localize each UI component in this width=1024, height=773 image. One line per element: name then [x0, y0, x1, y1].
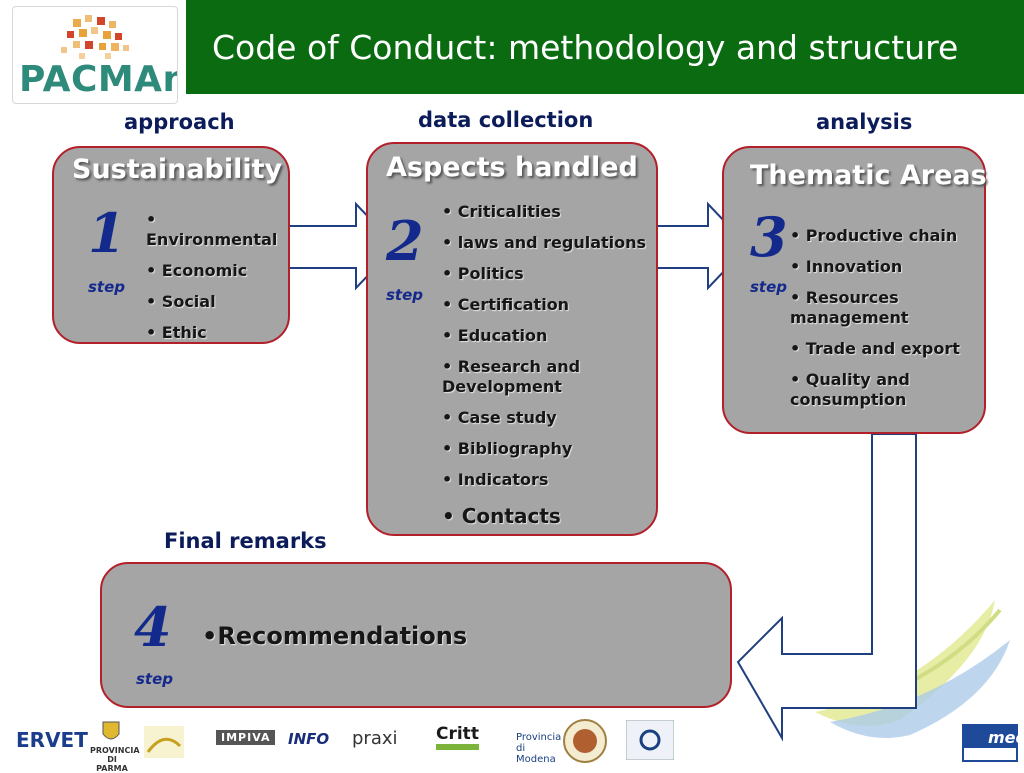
recommendations-item: •Recommendations	[202, 622, 468, 650]
list-item: Economic	[146, 261, 286, 281]
heading-approach: approach	[124, 110, 235, 134]
list-item: Certification	[442, 295, 654, 315]
impiva-logo: IMPIVA	[216, 730, 276, 745]
step-number: 1	[88, 201, 126, 265]
list-item: Environmental	[146, 210, 286, 250]
box-title: Aspects handled	[386, 152, 638, 183]
item-list: Productive chain Innovation Resources ma…	[790, 226, 974, 410]
box-thematic-areas: Thematic Areas 3 step Productive chain I…	[722, 146, 987, 434]
heading-data-collection: data collection	[418, 108, 594, 132]
list-item: Innovation	[790, 257, 974, 277]
box-title: Sustainability	[72, 154, 283, 185]
heading-analysis: analysis	[816, 110, 913, 134]
parma-logo: PROVINCIA DI PARMA	[90, 746, 140, 773]
list-item: laws and regulations	[442, 233, 654, 253]
list-item: Quality and consumption	[790, 370, 974, 410]
list-item: Research and Development	[442, 357, 654, 397]
footer-logos: ERVET PROVINCIA DI PARMA IMPIVA INFO pra…	[0, 716, 1024, 773]
list-item: Education	[442, 326, 654, 346]
critt-logo: Critt	[436, 724, 479, 750]
list-item: Ethic	[146, 323, 286, 343]
step-label: step	[386, 286, 424, 304]
title-bar: Code of Conduct: methodology and structu…	[186, 0, 1024, 94]
chamber-logo-icon	[626, 720, 674, 760]
list-item: Resources management	[790, 288, 974, 328]
step-label: step	[750, 278, 788, 296]
globe-icon	[61, 15, 129, 59]
box-title: Thematic Areas	[750, 160, 987, 191]
list-item: Bibliography	[442, 439, 654, 459]
box-aspects-handled: Aspects handled 2 step Criticalities law…	[366, 142, 658, 536]
regional-logo-icon	[144, 726, 184, 758]
info-logo: INFO	[288, 730, 330, 748]
step-number: 4	[134, 595, 172, 659]
step-number: 2	[386, 209, 424, 273]
praxi-logo: praxi	[352, 728, 398, 749]
list-item: Criticalities	[442, 202, 654, 222]
university-seal-icon	[563, 719, 607, 763]
step-number: 3	[750, 205, 788, 269]
list-item: Social	[146, 292, 286, 312]
list-item-contacts: Contacts	[442, 504, 654, 528]
page-title: Code of Conduct: methodology and structu…	[212, 28, 959, 67]
arrow-down-left	[736, 433, 917, 742]
pacman-logo: PACMAn	[12, 6, 178, 104]
box-final-remarks: 4 step •Recommendations	[100, 562, 732, 708]
list-item: Politics	[442, 264, 654, 284]
med-logo-caption	[964, 748, 1016, 760]
med-logo: med	[962, 724, 1024, 762]
list-item: Trade and export	[790, 339, 974, 359]
ervet-logo: ERVET	[16, 728, 88, 752]
heading-final-remarks: Final remarks	[164, 529, 327, 553]
step-label: step	[88, 278, 126, 296]
med-logo-text: med	[988, 728, 1024, 747]
list-item: Case study	[442, 408, 654, 428]
item-list: Criticalities laws and regulations Polit…	[442, 202, 654, 528]
step-label: step	[136, 670, 174, 688]
crest-icon	[102, 721, 120, 740]
logo-text: PACMAn	[19, 59, 178, 100]
list-item: Productive chain	[790, 226, 974, 246]
box-sustainability: Sustainability 1 step Environmental Econ…	[52, 146, 290, 344]
item-list: Environmental Economic Social Ethic	[146, 210, 286, 343]
list-item: Indicators	[442, 470, 654, 490]
modena-logo: Provincia di Modena	[516, 732, 562, 765]
